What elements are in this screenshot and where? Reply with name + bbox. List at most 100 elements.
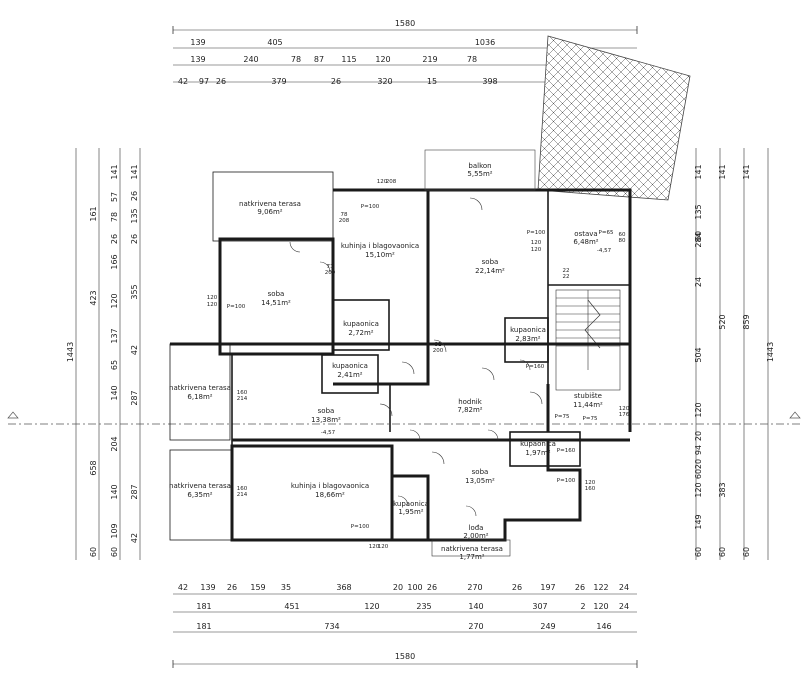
top-dim-2-8: 78 (467, 55, 477, 64)
bottom-dim-2-7: 2 (580, 602, 585, 611)
right-total-dim: 1443 (766, 342, 775, 362)
bottom-dimensions: 42 139 26 159 35 368 20 100 26 270 26 19… (172, 583, 638, 668)
right-dim-2-2: 520 (718, 314, 727, 329)
top-dim-1-2: 405 (267, 38, 282, 47)
left-dim-3-12: 109 (110, 523, 119, 538)
room-bath-5-name: kupaonica (393, 500, 429, 508)
right-dim-1-12: 120 (694, 482, 703, 497)
right-dim-3-2: 859 (742, 314, 751, 329)
bottom-dim-1-8: 100 (407, 583, 422, 592)
left-dim-4-6: 42 (130, 345, 139, 355)
window-60-a: 60 (619, 232, 626, 238)
stair-steps (555, 289, 621, 391)
room-terrace-1-name: natkrivena terasa (239, 200, 301, 208)
room-loggia-area: 2,00m² (463, 532, 488, 540)
bottom-dim-1-7: 20 (393, 583, 403, 592)
level-mark-upper: -4,57 (597, 248, 612, 254)
room-bath-2-name: kupaonica (510, 326, 546, 334)
window-120-f: 176 (619, 412, 630, 418)
room-bedroom-1-name: soba (482, 258, 499, 266)
room-bedroom-2-area: 14,51m² (261, 299, 291, 307)
room-terrace-3-name: natkrivena terasa (169, 482, 231, 490)
bottom-dim-1-14: 122 (593, 583, 608, 592)
room-bedroom-4-area: 13,05m² (465, 477, 495, 485)
balcony-outline (424, 149, 536, 191)
left-dim-2-4: 60 (89, 547, 98, 557)
bottom-dim-1-10: 270 (467, 583, 482, 592)
left-dim-4-7: 287 (130, 390, 139, 405)
bottom-dim-2-6: 307 (532, 602, 547, 611)
room-bath-3-area: 2,41m² (337, 371, 362, 379)
right-dim-2-3: 383 (718, 482, 727, 497)
left-dim-3-7: 137 (110, 328, 119, 343)
right-dimensions: 141 135 60 284 24 504 120 20 94 20 60 12… (694, 148, 775, 560)
vent-22-a: 22 (563, 268, 570, 274)
bottom-dim-1-15: 24 (619, 583, 629, 592)
room-bedroom-3-area: 13,38m² (311, 416, 341, 424)
top-dim-2-6: 120 (375, 55, 390, 64)
door-160-a: 160 (237, 390, 248, 396)
room-bath-1-area: 2,72m² (348, 329, 373, 337)
left-dim-3-10: 204 (110, 436, 119, 451)
right-dim-1-8: 20 (694, 431, 703, 441)
top-dim-2-3: 78 (291, 55, 301, 64)
top-dim-1-1: 139 (190, 38, 205, 47)
room-bath-1-name: kupaonica (343, 320, 379, 328)
top-dim-1-3: 1036 (475, 38, 495, 47)
top-dim-2-5: 115 (341, 55, 356, 64)
left-dim-3-2: 57 (110, 192, 119, 202)
bottom-dim-1-13: 26 (575, 583, 585, 592)
room-terrace-1-area: 9,06m² (257, 208, 282, 216)
right-dim-1-13: 149 (694, 514, 703, 529)
room-kitchen-1-name: kuhinja i blagovaonica (341, 242, 419, 250)
room-bath-4-area: 1,97m² (525, 449, 550, 457)
door-81-b: 200 (433, 348, 444, 354)
window-120-g: 120 (585, 480, 596, 486)
door-81-a: 81 (435, 342, 442, 348)
level-mark-lower: -4,57 (321, 430, 336, 436)
window-120-a: 120 (207, 295, 218, 301)
bottom-dim-2-9: 24 (619, 602, 629, 611)
door-160-c: 160 (237, 486, 248, 492)
left-dim-3-9: 140 (110, 385, 119, 400)
window-120-d: 120 (531, 247, 542, 253)
right-dim-1-2: 135 (694, 204, 703, 219)
roof-hatch (537, 35, 691, 201)
bottom-dim-2-5: 140 (468, 602, 483, 611)
right-dim-2-1: 141 (718, 164, 727, 179)
right-dim-1-6: 504 (694, 347, 703, 362)
room-terrace-4-area: 1,77m² (459, 553, 484, 561)
bottom-dim-1-4: 159 (250, 583, 265, 592)
room-bedroom-1-area: 22,14m² (475, 267, 505, 275)
opening-p75-1: P=75 (555, 414, 570, 420)
room-staircase-name: stubište (574, 392, 602, 400)
left-dim-3-8: 65 (110, 360, 119, 370)
bottom-dim-1-5: 35 (281, 583, 291, 592)
left-dim-2-3: 658 (89, 460, 98, 475)
section-line (7, 411, 801, 425)
top-dim-3-6: 320 (377, 77, 392, 86)
bottom-dim-1-12: 197 (540, 583, 555, 592)
bottom-dim-3-1: 181 (196, 622, 211, 631)
left-dim-2-2: 423 (89, 290, 98, 305)
top-dim-2-2: 240 (243, 55, 258, 64)
bottom-dim-1-3: 26 (227, 583, 237, 592)
room-terrace-2-name: natkrivena terasa (169, 384, 231, 392)
left-dim-3-6: 120 (110, 293, 119, 308)
right-dim-3-3: 60 (742, 547, 751, 557)
door-71-b: 200 (325, 270, 336, 276)
window-60-b: 80 (619, 238, 626, 244)
opening-p100-3: P=100 (227, 304, 246, 310)
window-120-e: 120 (619, 406, 630, 412)
bottom-dim-2-2: 451 (284, 602, 299, 611)
left-dim-4-4: 26 (130, 234, 139, 244)
window-120-b: 120 (207, 302, 218, 308)
right-dim-1-4: 284 (694, 232, 703, 247)
bottom-dim-1-6: 368 (336, 583, 351, 592)
door-swings (289, 197, 543, 517)
left-dim-2-1: 161 (89, 206, 98, 221)
top-dim-2-1: 139 (190, 55, 205, 64)
opening-p100-4: P=100 (557, 478, 576, 484)
door-160-d: 214 (237, 492, 248, 498)
room-bedroom-3-name: soba (318, 407, 335, 415)
